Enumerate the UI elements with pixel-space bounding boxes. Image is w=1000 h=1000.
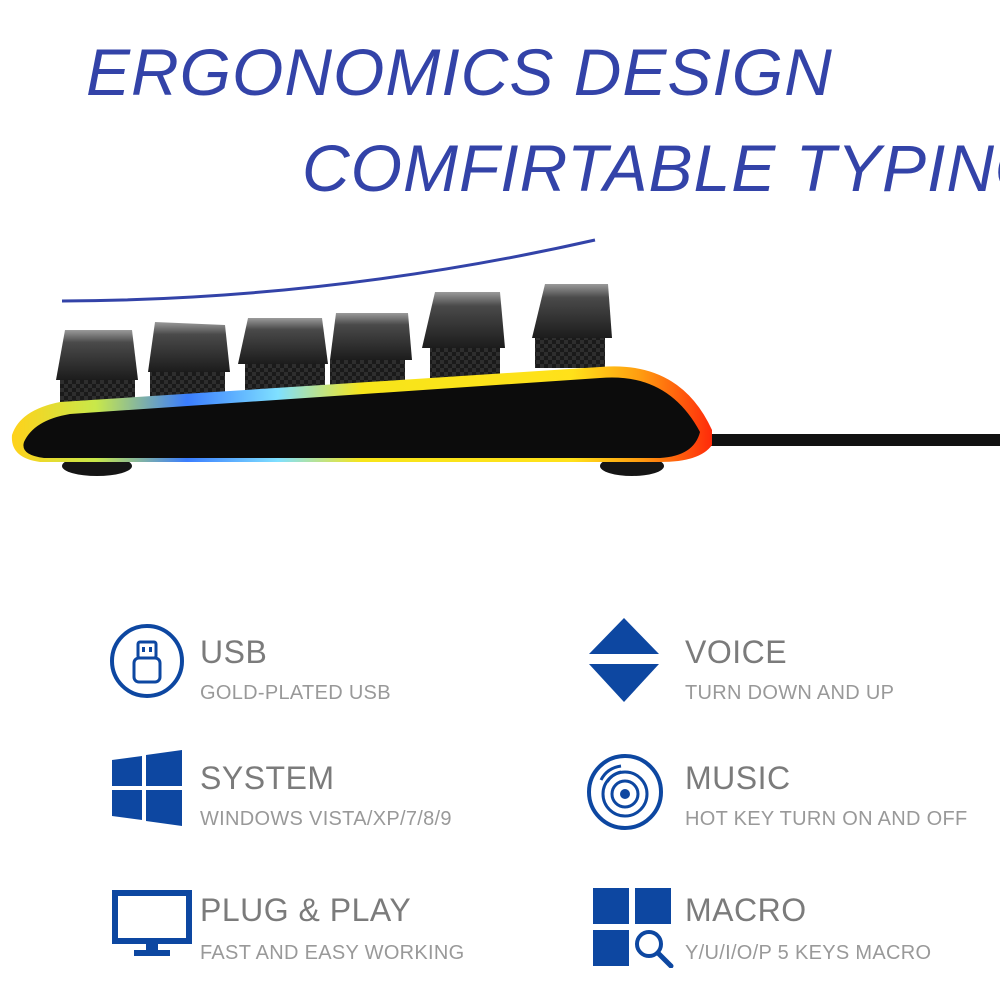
feature-title: MACRO [685, 892, 807, 928]
windows-icon [112, 750, 182, 826]
feature-macro: MACRO Y/U/I/O/P 5 KEYS MACRO [593, 888, 993, 978]
feature-subtitle: Y/U/I/O/P 5 KEYS MACRO [685, 942, 932, 964]
headline-line-2: COMFIRTABLE TYPING [302, 131, 1000, 205]
feature-plug-and-play: PLUG & PLAY FAST AND EASY WORKING [112, 888, 512, 978]
monitor-icon [112, 890, 192, 956]
feature-subtitle: WINDOWS VISTA/XP/7/8/9 [200, 808, 452, 830]
volume-arrows-icon [589, 618, 659, 702]
feature-subtitle: HOT KEY TURN ON AND OFF [685, 808, 968, 830]
feature-system: SYSTEM WINDOWS VISTA/XP/7/8/9 [108, 750, 508, 840]
feature-subtitle: GOLD-PLATED USB [200, 682, 391, 704]
feature-title: PLUG & PLAY [200, 892, 412, 928]
feature-title: VOICE [685, 634, 788, 670]
feature-subtitle: FAST AND EASY WORKING [200, 942, 465, 964]
feature-voice: VOICE TURN DOWN AND UP [585, 614, 985, 709]
switch-stems [60, 338, 605, 405]
feature-music: MUSIC HOT KEY TURN ON AND OFF [585, 752, 985, 842]
keycaps [56, 284, 612, 380]
music-disc-icon [587, 754, 663, 830]
feature-subtitle: TURN DOWN AND UP [685, 682, 895, 704]
feature-title: USB [200, 634, 268, 670]
macro-grid-search-icon [593, 888, 674, 968]
keyboard-side-view-image [11, 238, 1000, 476]
headline-line-1: ERGONOMICS DESIGN [86, 35, 833, 109]
feature-title: SYSTEM [200, 760, 335, 796]
feature-usb: USB GOLD-PLATED USB [108, 622, 488, 712]
feature-title: MUSIC [685, 760, 791, 796]
usb-icon [110, 624, 184, 698]
